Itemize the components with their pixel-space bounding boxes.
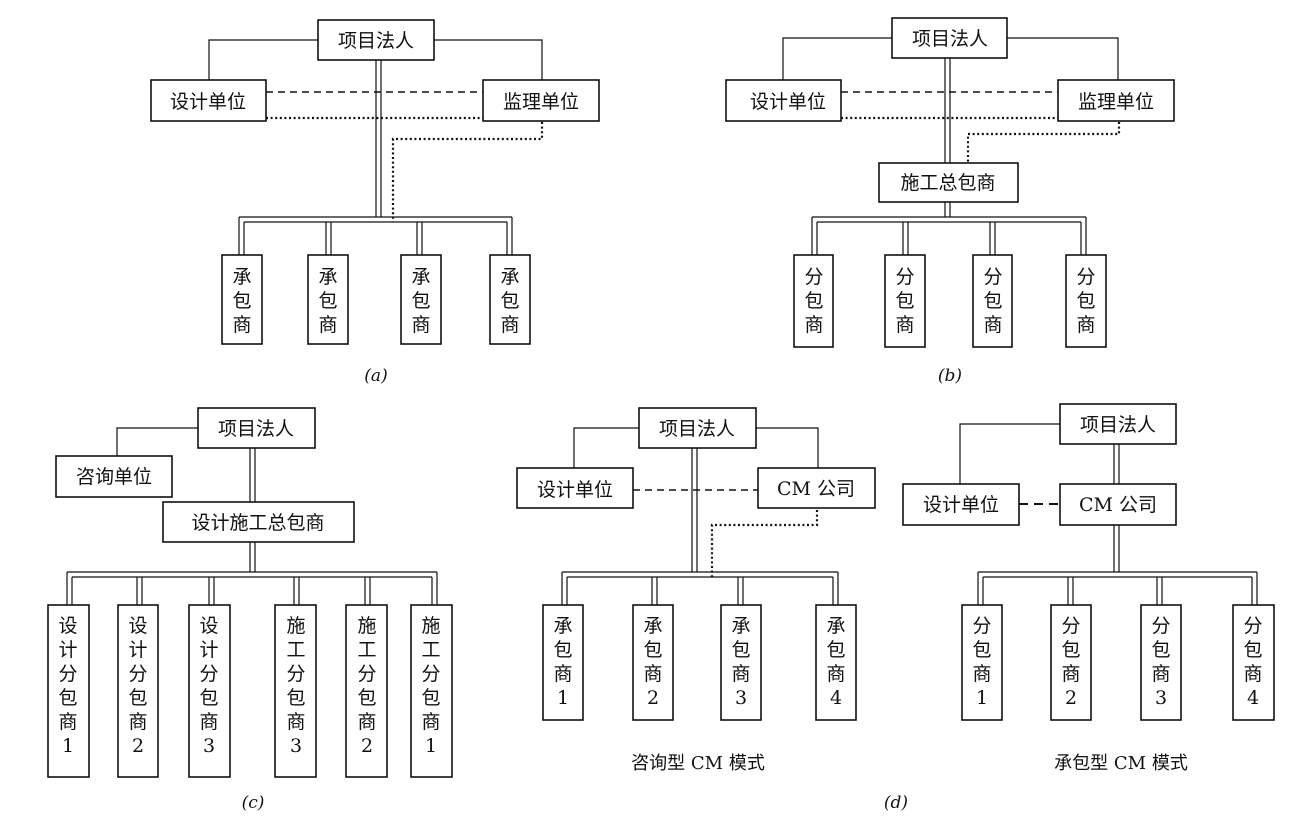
designer-box-d1 xyxy=(516,467,634,509)
contractor-box-d4 xyxy=(815,604,857,721)
contractor-box-d1 xyxy=(542,604,584,721)
cm-company-box-d1 xyxy=(757,467,876,509)
cm-company-label-d2: CM 公司 xyxy=(1079,494,1157,516)
contractor-box-a1 xyxy=(221,254,263,345)
owner-label-b: 项目法人 xyxy=(912,28,988,50)
subcontractor-box-d4 xyxy=(1232,604,1275,721)
caption-contracting-cm: 承包型 CM 模式 xyxy=(1054,753,1188,774)
subcontractor-box-b2 xyxy=(884,254,926,348)
owner-box-d1 xyxy=(638,407,757,449)
caption-panel-c: (c) xyxy=(242,793,265,813)
contractor-box-a4 xyxy=(489,254,531,345)
construction-sub-box-c2 xyxy=(345,604,388,778)
owner-label-d2: 项目法人 xyxy=(1080,414,1156,436)
supervisor-box-a xyxy=(482,79,600,122)
design-sub-box-c3 xyxy=(188,604,231,778)
contractor-label-a1: 承包商 xyxy=(232,266,251,336)
consultant-box-c xyxy=(55,455,173,498)
owner-box-c xyxy=(197,407,316,449)
subcontractor-box-b3 xyxy=(972,254,1013,348)
contractor-box-d2 xyxy=(632,604,674,721)
owner-box-b xyxy=(891,17,1008,59)
owner-label-c: 项目法人 xyxy=(218,418,294,440)
general-contractor-box-b xyxy=(878,162,1019,203)
caption-panel-a: (a) xyxy=(364,366,387,386)
consultant-label-c: 咨询单位 xyxy=(76,466,152,488)
contractor-label-a4: 承包商 xyxy=(500,266,519,336)
panel-a: 项目法人 设计单位 监理单位 承包商 承包商 承包商 承包商 (a) xyxy=(150,19,600,386)
general-contractor-label-b: 施工总包商 xyxy=(900,172,995,194)
owner-label-d1: 项目法人 xyxy=(659,418,735,440)
designer-label-d2: 设计单位 xyxy=(923,494,999,516)
subcontractor-box-d1 xyxy=(961,604,1003,721)
subcontractor-box-b4 xyxy=(1065,254,1107,348)
caption-panel-b: (b) xyxy=(938,366,962,386)
owner-label-a: 项目法人 xyxy=(338,30,414,52)
caption-consulting-cm: 咨询型 CM 模式 xyxy=(631,753,765,774)
design-sub-box-c2 xyxy=(117,604,159,778)
subcontractor-label-b4: 分包商 xyxy=(1076,266,1095,336)
contractor-box-a3 xyxy=(400,254,442,345)
supervisor-label-a: 监理单位 xyxy=(503,91,579,113)
subcontractor-label-b3: 分包商 xyxy=(983,266,1002,336)
supervisor-box-b xyxy=(1057,79,1175,122)
subcontractor-box-d2 xyxy=(1050,604,1092,721)
panel-b: 项目法人 设计单位 监理单位 施工总包商 分包商 分包商 分包商 分包商 (b) xyxy=(725,17,1175,386)
subcontractor-label-b2: 分包商 xyxy=(895,266,914,336)
contractor-box-a2 xyxy=(307,254,349,345)
designer-label-d1: 设计单位 xyxy=(537,479,613,501)
owner-box-d2 xyxy=(1059,403,1177,445)
subcontractor-box-b1 xyxy=(793,254,834,348)
designer-box-a xyxy=(150,79,267,122)
caption-panel-d: (d) xyxy=(884,793,908,813)
design-sub-box-c1 xyxy=(47,604,90,778)
construction-sub-box-c3 xyxy=(274,604,317,778)
cm-company-label-d1: CM 公司 xyxy=(777,478,855,500)
contractor-box-d3 xyxy=(720,604,762,721)
designer-label-b: 设计单位 xyxy=(750,91,826,113)
supervisor-label-b: 监理单位 xyxy=(1078,91,1154,113)
design-build-contractor-box-c xyxy=(162,501,355,543)
owner-box-a xyxy=(317,19,435,61)
cm-company-box-d2 xyxy=(1059,483,1177,526)
construction-sub-box-c1 xyxy=(410,604,453,778)
contractor-label-a3: 承包商 xyxy=(411,266,430,336)
design-build-contractor-label-c: 设计施工总包商 xyxy=(191,512,324,534)
designer-box-d2 xyxy=(902,483,1020,526)
designer-label-a: 设计单位 xyxy=(170,91,246,113)
subcontractor-label-b1: 分包商 xyxy=(804,266,823,336)
designer-box-b xyxy=(725,79,842,122)
contractor-label-a2: 承包商 xyxy=(318,266,337,336)
subcontractor-box-d3 xyxy=(1140,604,1182,721)
